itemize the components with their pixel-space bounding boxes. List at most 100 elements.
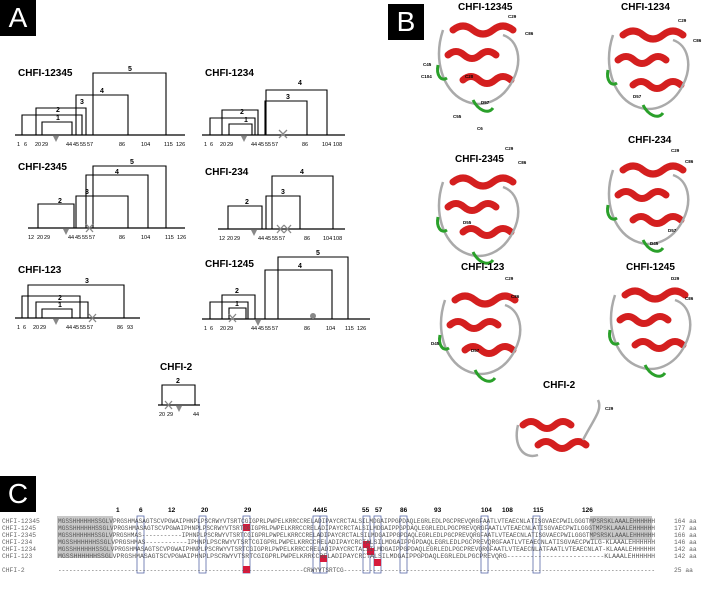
diagram-title: CHFI-12345 <box>18 68 73 79</box>
tick-label: 115 <box>164 142 173 148</box>
tick-label: 57 <box>272 142 278 148</box>
structure-chfi-12345: CHFI-12345 C29 C86 C45 C104 C20 C55 D57 … <box>421 2 534 131</box>
tick-label: 86 <box>304 236 310 242</box>
tick-label: 55 <box>272 236 278 242</box>
tick-label: 6 <box>210 326 213 332</box>
tick-label: 55 <box>82 235 88 241</box>
structure-title: CHFI-1234 <box>621 2 670 13</box>
span-label: 4 <box>298 263 302 270</box>
row-name: CHFI-1245 <box>2 525 36 532</box>
diagram-title: CHFI-123 <box>18 265 62 276</box>
tick-label: 45 <box>75 235 81 241</box>
position-label: 6 <box>139 507 143 514</box>
disulfide-bonds <box>21 72 167 135</box>
tick-label: 44 <box>251 326 257 332</box>
position-label: 45 <box>320 507 328 514</box>
span-label: 2 <box>235 288 239 295</box>
tick-label: 108 <box>333 236 342 242</box>
span-label: 3 <box>85 278 89 285</box>
structure-chfi-123: CHFI-123 C29 C86 D45 D57 <box>431 262 520 381</box>
tick-label: 6 <box>210 142 213 148</box>
alignment-row: CHFI-1245 MGSSHHHHHHSSGLVPRGSHMASAGTSCVP… <box>2 525 697 532</box>
row-name: CHFI-2345 <box>2 532 36 539</box>
residue-label: D29 <box>671 276 680 281</box>
tick-label: 86 <box>304 326 310 332</box>
tick-label: 29 <box>234 236 240 242</box>
residue-label: C20 <box>465 74 474 79</box>
diagram-chfi-1234: CHFI-1234 1 2 3 4 1 6 20 29 44 45 55 57 … <box>202 68 345 148</box>
structure-title: CHFI-234 <box>628 135 672 146</box>
cleavage-marker <box>63 229 69 235</box>
span-label: 2 <box>58 198 62 205</box>
structure-title: CHFI-2 <box>543 380 576 391</box>
structure-chfi-2345: CHFI-2345 C29 C86 D55 <box>438 146 527 263</box>
disulfide-bonds <box>21 284 125 318</box>
residue-label: D57 <box>668 228 677 233</box>
position-label: 126 <box>582 507 593 514</box>
cleavage-marker <box>241 136 247 142</box>
tick-label: 115 <box>165 235 174 241</box>
cysteine-column-boxes <box>136 515 541 574</box>
span-label: 2 <box>58 295 62 302</box>
tick-label: 29 <box>227 142 233 148</box>
span-label: 4 <box>298 80 302 87</box>
residue-label: C29 <box>671 148 680 153</box>
residue-label: D45 <box>650 241 659 246</box>
row-name: CHFI-2 <box>2 567 25 574</box>
alignment-row: CHFI-123 MGSSHHHHHHSSGLVPRGSHMASAGTSCVPG… <box>2 553 697 560</box>
tick-label: 57 <box>89 235 95 241</box>
tick-label: 20 <box>159 412 165 418</box>
row-length: 142 aa <box>674 553 697 560</box>
position-label: 115 <box>533 507 544 514</box>
alignment-row: CHFI-1234 MGSSHHHHHHSSGLVPRGSHMASAGTSCVP… <box>2 546 697 553</box>
span-label: 5 <box>130 159 134 166</box>
row-length: 166 aa <box>674 532 697 539</box>
span-label: 2 <box>240 109 244 116</box>
residue-label: C86 <box>511 294 520 299</box>
tick-label: 45 <box>258 326 264 332</box>
diagram-chfi-12345: CHFI-12345 1 2 3 4 5 1 6 20 29 44 45 55 … <box>15 66 185 148</box>
diagram-title: CHFI-2 <box>160 362 193 373</box>
span-label: 4 <box>100 88 104 95</box>
tick-label: 12 <box>28 235 34 241</box>
residue-label: C104 <box>421 74 432 79</box>
tick-label: 29 <box>40 325 46 331</box>
tick-label: 6 <box>24 142 27 148</box>
position-label: 57 <box>375 507 383 514</box>
sequence-alignment-panel: 1 6 12 20 29 44 45 55 57 86 93 104 108 1… <box>2 507 697 574</box>
tick-label: 1 <box>204 142 207 148</box>
span-label: 5 <box>316 250 320 257</box>
structure-chfi-1234: CHFI-1234 C29 C86 D57 <box>608 2 702 116</box>
row-sequence: MGSSHHHHHHSSGLVPRGSHMASAGTSCVPGWAIPHNPLP… <box>58 546 655 553</box>
tick-label: 29 <box>44 235 50 241</box>
tick-label: 57 <box>272 326 278 332</box>
diagram-chfi-1245: CHFI-1245 1 2 4 5 1 6 20 29 44 45 55 57 … <box>202 250 370 332</box>
tick-label: 126 <box>177 235 186 241</box>
span-label: 2 <box>245 199 249 206</box>
mutation-dot <box>310 313 316 319</box>
tick-label: 55 <box>265 142 271 148</box>
mutation-cross <box>276 224 292 234</box>
residue-label: C29 <box>508 14 517 19</box>
tick-label: 44 <box>258 236 264 242</box>
tick-label: 12 <box>219 236 225 242</box>
tick-label: 45 <box>73 142 79 148</box>
diagram-title: CHFI-1245 <box>205 259 254 270</box>
row-sequence: MGSSHHHHHHSSGLVPRGSHMASAGTSCVPGWAIPHNPLP… <box>58 525 655 532</box>
cleavage-marker <box>53 136 59 142</box>
structure-chfi-1245: CHFI-1245 D29 C86 <box>610 262 694 376</box>
residue-label: D45 <box>431 341 440 346</box>
row-sequence: ----------------------------------------… <box>58 567 655 574</box>
tick-label: 104 <box>323 236 332 242</box>
residue-label: C86 <box>525 31 534 36</box>
span-label: 4 <box>300 169 304 176</box>
tick-label: 20 <box>35 142 41 148</box>
mutation-cross <box>85 223 94 233</box>
tick-label: 29 <box>227 326 233 332</box>
tick-label: 20 <box>33 325 39 331</box>
tick-label: 29 <box>167 412 173 418</box>
row-name: CHFI-123 <box>2 553 32 560</box>
alignment-row: CHFI-2 ---------------------------------… <box>2 567 693 574</box>
span-label: 5 <box>128 66 132 73</box>
tick-label: 45 <box>73 325 79 331</box>
